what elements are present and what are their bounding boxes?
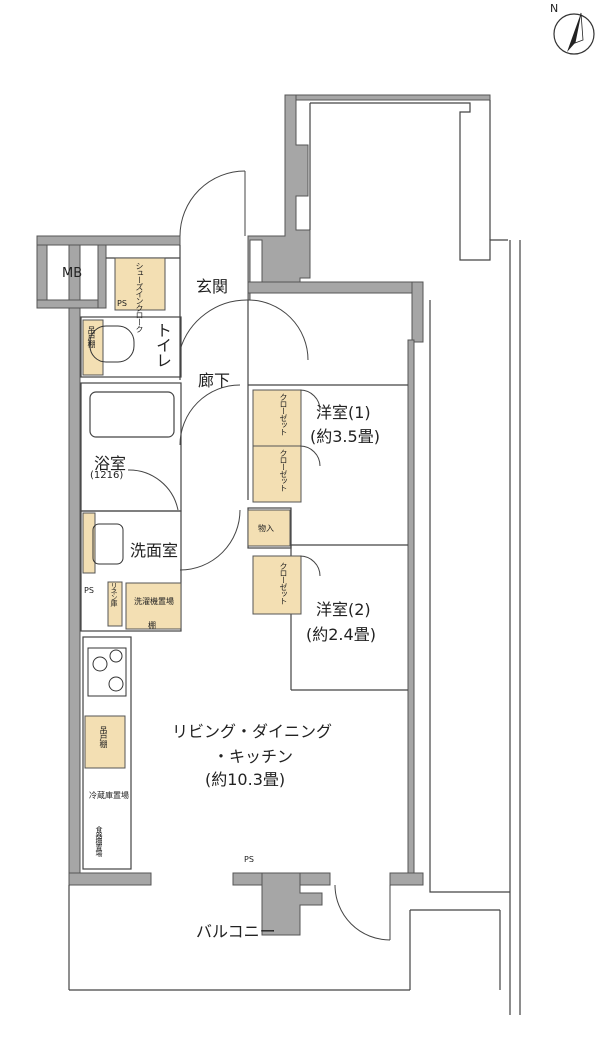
closet-2-label: クローゼット: [279, 562, 288, 604]
western-room-1-label: 洋室(1): [316, 403, 371, 422]
interior-lines: [68, 100, 521, 1015]
western-room-2-label: 洋室(2): [316, 600, 371, 619]
linen-label: リネン庫: [110, 582, 118, 606]
toilet-cabinet-label: 吊戸棚: [87, 326, 96, 347]
shoe-closet-label: シューズインクローク: [135, 262, 144, 332]
kitchen-cabinet-label: 吊戸棚: [99, 726, 108, 747]
ldk-label-line2: ・キッチン: [213, 747, 294, 766]
ps-wash-label: PS: [84, 586, 94, 595]
sink-icon: [89, 325, 135, 565]
walls: [36, 94, 491, 936]
ps-bottom-label: PS: [244, 855, 254, 864]
washer-shelf-label: 棚: [148, 621, 156, 630]
ldk-label-line1: リビング・ダイニング: [172, 722, 333, 741]
washroom-label: 洗面室: [130, 541, 179, 560]
toilet-label: トイレ: [153, 322, 172, 367]
north-label: N: [550, 2, 559, 15]
balcony-label: バルコニー: [196, 922, 276, 941]
bath-size-label: (1216): [90, 470, 124, 481]
storage-label: 物入: [258, 524, 274, 533]
washer-space-label: 洗濯機置場: [134, 597, 174, 606]
ldk-size-label: (約10.3畳): [205, 770, 286, 789]
mb-label: MB: [62, 266, 83, 281]
bath-label: 浴室: [94, 454, 127, 473]
western-room-1-size: (約3.5畳): [310, 427, 380, 446]
closet-fills: [82, 257, 302, 769]
hallway-label: 廊下: [198, 371, 231, 390]
entrance-label: 玄関: [196, 277, 229, 296]
north-arrow-icon: [553, 12, 595, 55]
closet-1a-label: クローゼット: [279, 393, 288, 435]
closet-1b-label: クローゼット: [279, 449, 288, 491]
door-swings: [127, 170, 391, 941]
ps-top-label: PS: [117, 299, 127, 308]
stove-icon: [87, 647, 127, 697]
western-room-2-size: (約2.4畳): [306, 625, 376, 644]
fridge-space-label: 冷蔵庫置場: [89, 791, 129, 800]
cupboard-space-label: 食器棚置場: [95, 826, 103, 856]
